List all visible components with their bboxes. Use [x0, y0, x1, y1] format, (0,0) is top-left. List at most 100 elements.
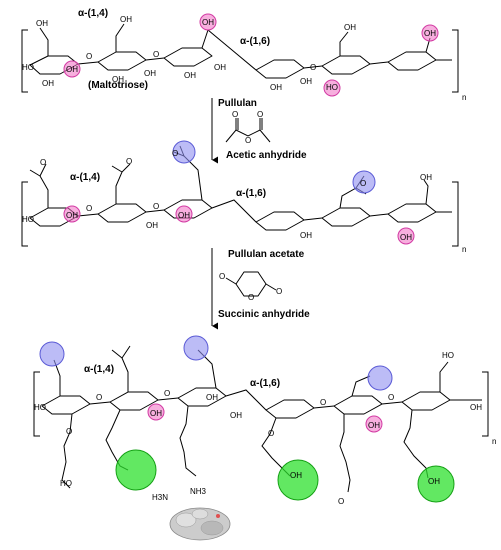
atom-label: OH	[344, 23, 356, 32]
atom-label: OH	[42, 79, 54, 88]
hydroxyl-highlight	[147, 403, 165, 421]
glucose-ring	[333, 395, 383, 415]
linkage-label: α-(1,4)	[84, 364, 114, 375]
atom-label: O	[164, 389, 170, 398]
atom-label: OH	[424, 29, 436, 38]
cooh-label: OH	[428, 477, 440, 486]
glucose-ring	[321, 55, 371, 75]
protein-illustration	[169, 507, 231, 541]
atom-label: HO	[326, 83, 338, 92]
svg-text:O: O	[257, 110, 263, 119]
atom-label: O	[86, 204, 92, 213]
cooh-label: HO	[60, 479, 72, 488]
repeat-index: n	[492, 437, 496, 446]
carboxyl-highlight	[115, 449, 157, 491]
atom-label: O	[153, 202, 159, 211]
pullulan-acetate-structure: n O O O O O O HO OH OH OH OH OH OH	[21, 140, 466, 254]
hydroxyl-highlight	[397, 227, 415, 245]
atom-label: HO	[22, 215, 34, 224]
hydroxyl-highlight	[421, 24, 439, 42]
acetyl-highlight	[367, 365, 393, 391]
hydroxyl-highlight	[199, 13, 217, 31]
repeat-index: n	[462, 245, 466, 254]
left-bracket	[21, 181, 28, 247]
acetyl-highlight	[352, 170, 376, 194]
pullulan-structure: n OH HO OH OH O OH OH	[21, 8, 466, 102]
reagent-label: Succinic anhydride	[218, 309, 310, 320]
atom-label: O	[320, 398, 326, 407]
linkage-label: α-(1,4)	[70, 172, 100, 183]
atom-label: OH	[36, 19, 48, 28]
atom-label: O	[268, 429, 274, 438]
hydroxyl-highlight	[175, 205, 193, 223]
right-bracket	[452, 181, 459, 247]
acetyl-highlight	[39, 341, 65, 367]
atom-label: O	[96, 393, 102, 402]
atom-label: OH	[420, 173, 432, 182]
atom-label: OH	[230, 411, 242, 420]
atom-label: OH	[300, 77, 312, 86]
atom-label: OH	[144, 69, 156, 78]
reagent-label: Acetic anhydride	[226, 150, 307, 161]
glucose-ring	[265, 399, 315, 419]
succinylated-pullulan-acetate-structure: n	[33, 335, 496, 541]
atom-label: OH	[202, 18, 214, 27]
glucose-ring	[387, 203, 437, 223]
atom-label: OH	[150, 409, 162, 418]
glucose-ring	[163, 47, 213, 67]
amine-label: NH3	[190, 487, 207, 496]
glucose-ring	[321, 207, 371, 227]
atom-label: OH	[120, 15, 132, 24]
atom-label: HO	[22, 63, 34, 72]
amine-label: H3N	[152, 493, 168, 502]
carboxyl-highlight	[417, 465, 455, 503]
atom-label: O	[310, 63, 316, 72]
atom-label: O	[388, 393, 394, 402]
product-label-pullulan-acetate: Pullulan acetate	[228, 249, 305, 260]
linkage-label: α-(1,6)	[250, 378, 280, 389]
carboxyl-highlight	[277, 459, 319, 501]
glucose-ring	[177, 387, 227, 407]
svg-text:O: O	[219, 272, 225, 281]
atom-label: O	[153, 50, 159, 59]
carboxylate-label: O	[338, 497, 344, 506]
hydroxyl-highlight	[365, 415, 383, 433]
linkage-label: α-(1,6)	[236, 188, 266, 199]
linkage-label: α-(1,4)	[78, 8, 108, 19]
atom-label: O	[66, 427, 72, 436]
right-bracket	[452, 29, 459, 93]
glucose-ring	[401, 391, 451, 411]
atom-label: OH	[66, 65, 78, 74]
right-bracket	[482, 371, 489, 437]
left-bracket	[33, 371, 40, 437]
svg-text:O: O	[276, 287, 282, 296]
atom-label: OH	[184, 71, 196, 80]
glucose-ring	[255, 59, 305, 79]
acetyl-highlight	[172, 140, 196, 164]
atom-label: OH	[368, 421, 380, 430]
atom-label: HO	[442, 351, 454, 360]
glucose-ring	[387, 51, 437, 71]
atom-label: OH	[178, 211, 190, 220]
atom-label: OH	[112, 75, 124, 84]
svg-text:O: O	[248, 293, 254, 302]
hydroxyl-highlight	[63, 60, 81, 78]
glucose-ring	[97, 203, 147, 223]
atom-label: OH	[270, 83, 282, 92]
subunit-label: (Maltotriose)	[88, 80, 148, 91]
svg-text:O: O	[245, 136, 251, 145]
succinic-anhydride-structure: O O O	[219, 271, 282, 302]
product-label-pullulan: Pullulan	[218, 98, 257, 109]
atom-label: OH	[66, 211, 78, 220]
left-bracket	[21, 29, 28, 93]
svg-text:O: O	[232, 110, 238, 119]
repeat-index: n	[462, 93, 466, 102]
hydroxyl-highlight	[323, 79, 341, 97]
atom-label: OH	[470, 403, 482, 412]
atom-label: OH	[206, 393, 218, 402]
linkage-label: α-(1,6)	[240, 36, 270, 47]
acetyl-highlight	[183, 335, 209, 361]
glucose-ring	[97, 51, 147, 71]
glucose-ring	[41, 395, 91, 415]
atom-label: O	[126, 157, 132, 166]
